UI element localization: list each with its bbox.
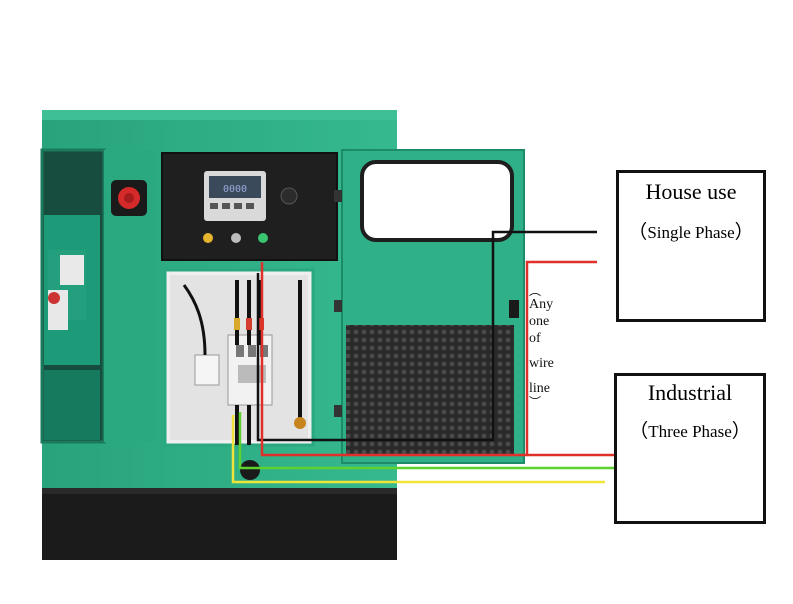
- industrial-title: Industrial: [647, 380, 733, 405]
- breaker-compartment: [163, 268, 315, 480]
- industrial-subtitle-row: （Three Phase）: [617, 416, 763, 443]
- control-panel: 0000: [161, 152, 338, 261]
- green-wire: [238, 412, 614, 470]
- wire-note-line5: line: [529, 381, 550, 396]
- industrial-subtitle: Three Phase: [648, 422, 732, 441]
- wires: [231, 230, 614, 484]
- house-use-title: House use: [645, 179, 737, 204]
- wire-note: ︵ Any one of wire line ︶: [529, 284, 569, 409]
- wire-note-line1: Any: [529, 297, 554, 312]
- wire-note-line3: of: [529, 331, 541, 346]
- industrial-paren-close: ）: [731, 421, 751, 442]
- house-use-box: House use （Single Phase）: [616, 170, 766, 322]
- controller-screen: 0000: [223, 184, 247, 195]
- wire-note-open: ︵: [529, 284, 542, 298]
- industrial-box: Industrial （Three Phase）: [614, 373, 766, 524]
- house-use-subtitle-row: （Single Phase）: [619, 217, 763, 244]
- house-paren-close: ）: [734, 222, 754, 243]
- house-use-subtitle: Single Phase: [647, 223, 735, 242]
- wire-note-line2: one: [529, 314, 550, 329]
- cabinet-door: [334, 149, 525, 464]
- wire-note-line4: wire: [529, 356, 554, 371]
- house-paren-open: （: [628, 222, 648, 243]
- industrial-paren-open: （: [629, 421, 649, 442]
- wire-note-close: ︶: [529, 395, 542, 409]
- black-wire: [256, 230, 597, 442]
- yellow-wire: [231, 415, 605, 484]
